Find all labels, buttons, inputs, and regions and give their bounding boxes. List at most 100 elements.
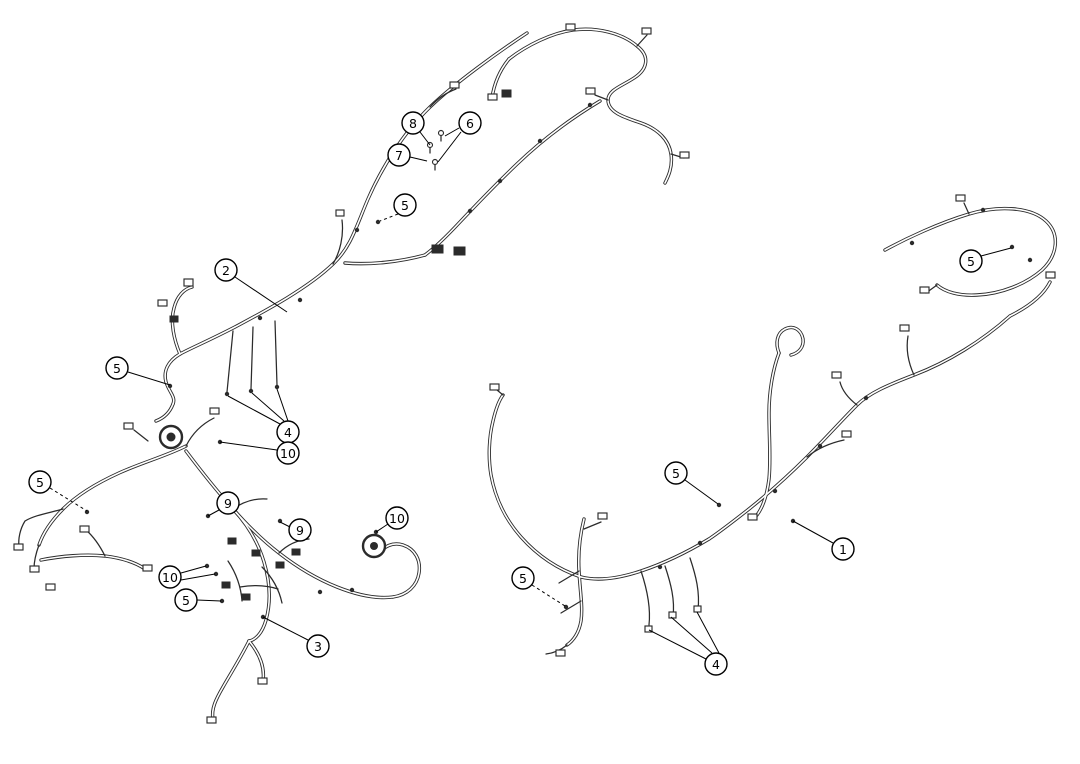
- harness-trunk-core: [776, 326, 804, 356]
- callout-9[interactable]: 9: [207, 491, 240, 517]
- callout-leader-line: [980, 247, 1012, 257]
- callout-leader-line: [648, 629, 707, 660]
- harness-trunk-core: [248, 640, 265, 682]
- callout-circle: [959, 249, 983, 273]
- callout-leader-line: [276, 388, 289, 422]
- callout-number: 5: [182, 593, 190, 608]
- callout-circle: [401, 111, 425, 135]
- callout-circle: [831, 537, 855, 561]
- callout-5[interactable]: 5: [379, 193, 417, 222]
- callout-number: 8: [409, 116, 417, 131]
- callout-circle: [216, 491, 240, 515]
- callout-9[interactable]: 9: [279, 518, 312, 542]
- callout-number: 4: [284, 425, 292, 440]
- callout-number: 10: [389, 511, 405, 526]
- callout-circle: [387, 143, 411, 167]
- callout-number: 5: [113, 361, 121, 376]
- callout-number: 10: [280, 446, 296, 461]
- harness-trunk-core: [488, 394, 582, 578]
- callout-leader-line: [409, 156, 428, 162]
- callout-6[interactable]: 6: [437, 111, 482, 163]
- callout-leader-line: [234, 276, 288, 313]
- callout-leader-line: [219, 441, 278, 451]
- callout-number: 5: [519, 571, 527, 586]
- callout-5[interactable]: 5: [959, 247, 1012, 273]
- callout-leader-line: [696, 611, 720, 654]
- harness-trunk-core: [378, 543, 421, 598]
- callout-number: 9: [224, 496, 232, 511]
- harness-trunk-core: [171, 286, 193, 355]
- callout-leader-line: [444, 127, 460, 137]
- callout-leader-line: [49, 487, 88, 512]
- callout-10[interactable]: 10: [219, 441, 300, 465]
- callout-leader-line: [227, 395, 281, 425]
- callout-circle: [306, 634, 330, 658]
- harness-trunk-core: [211, 640, 250, 720]
- callout-circle: [664, 461, 688, 485]
- harness-trunk-core: [1009, 281, 1051, 317]
- callout-2[interactable]: 2: [214, 258, 288, 313]
- connectors-and-clips: [13, 23, 1056, 724]
- callout-circle: [28, 470, 52, 494]
- callout-1[interactable]: 1: [792, 520, 855, 561]
- callout-number: 4: [712, 657, 720, 672]
- harness-trunk-core: [232, 508, 270, 642]
- callout-number: 9: [296, 523, 304, 538]
- callout-circle: [288, 518, 312, 542]
- callout-circle: [174, 588, 198, 612]
- callout-circle: [158, 565, 182, 589]
- harness-branches: [18, 34, 970, 655]
- callout-7[interactable]: 7: [387, 143, 428, 167]
- harness-trunk-core: [344, 254, 426, 265]
- callout-leader-line: [531, 584, 566, 607]
- callout-number: 6: [466, 116, 474, 131]
- callout-circle: [105, 356, 129, 380]
- callout-5[interactable]: 5: [664, 461, 719, 505]
- harness-trunk-core: [708, 315, 1011, 540]
- callout-8[interactable]: 8: [401, 111, 431, 146]
- callout-leader-line: [419, 131, 431, 146]
- callout-5[interactable]: 5: [511, 566, 566, 607]
- callout-leader-line: [262, 616, 309, 641]
- callout-leader-line: [437, 131, 462, 163]
- callout-4[interactable]: 4: [648, 611, 728, 676]
- callout-number: 2: [222, 263, 230, 278]
- callout-5[interactable]: 5: [28, 470, 88, 512]
- callout-10[interactable]: 10: [375, 506, 409, 533]
- callout-leader-line: [379, 213, 399, 222]
- callout-circle: [511, 566, 535, 590]
- callout-layer: 8 6 7 5 2 5 4 10 5 9 9 10 10 5 3 5 4 5 1 5: [28, 111, 1012, 676]
- callout-leader-line: [207, 509, 220, 517]
- harness-trunk-core: [756, 352, 780, 516]
- harness-trunks: [37, 27, 1057, 721]
- callout-number: 5: [967, 254, 975, 269]
- callout-3[interactable]: 3: [262, 616, 330, 658]
- callout-number: 5: [401, 198, 409, 213]
- harness-trunk-core: [424, 100, 601, 256]
- callout-number: 3: [314, 639, 322, 654]
- callout-number: 7: [395, 148, 403, 163]
- callout-leader-line: [251, 392, 285, 422]
- callout-leader-line: [792, 520, 834, 544]
- callout-circle: [385, 506, 409, 530]
- callout-number: 5: [672, 466, 680, 481]
- callout-circle: [393, 193, 417, 217]
- callout-5[interactable]: 5: [174, 588, 222, 612]
- harness-trunk-core: [884, 207, 1057, 296]
- callout-circle: [276, 441, 300, 465]
- harness-trunk-core: [155, 403, 174, 422]
- callout-circle: [704, 652, 728, 676]
- harness-trunk-core: [566, 518, 585, 646]
- harness-trunk-core: [40, 554, 146, 570]
- callout-5[interactable]: 5: [105, 356, 171, 386]
- callout-4[interactable]: 4: [227, 388, 300, 444]
- callout-leader-line: [670, 616, 713, 654]
- callout-leader-line: [279, 521, 291, 528]
- harness-trunk-core: [164, 32, 528, 405]
- callout-leader-line: [375, 523, 389, 533]
- callout-leader-line: [180, 573, 216, 581]
- callout-10[interactable]: 10: [158, 565, 216, 589]
- callout-number: 10: [162, 570, 178, 585]
